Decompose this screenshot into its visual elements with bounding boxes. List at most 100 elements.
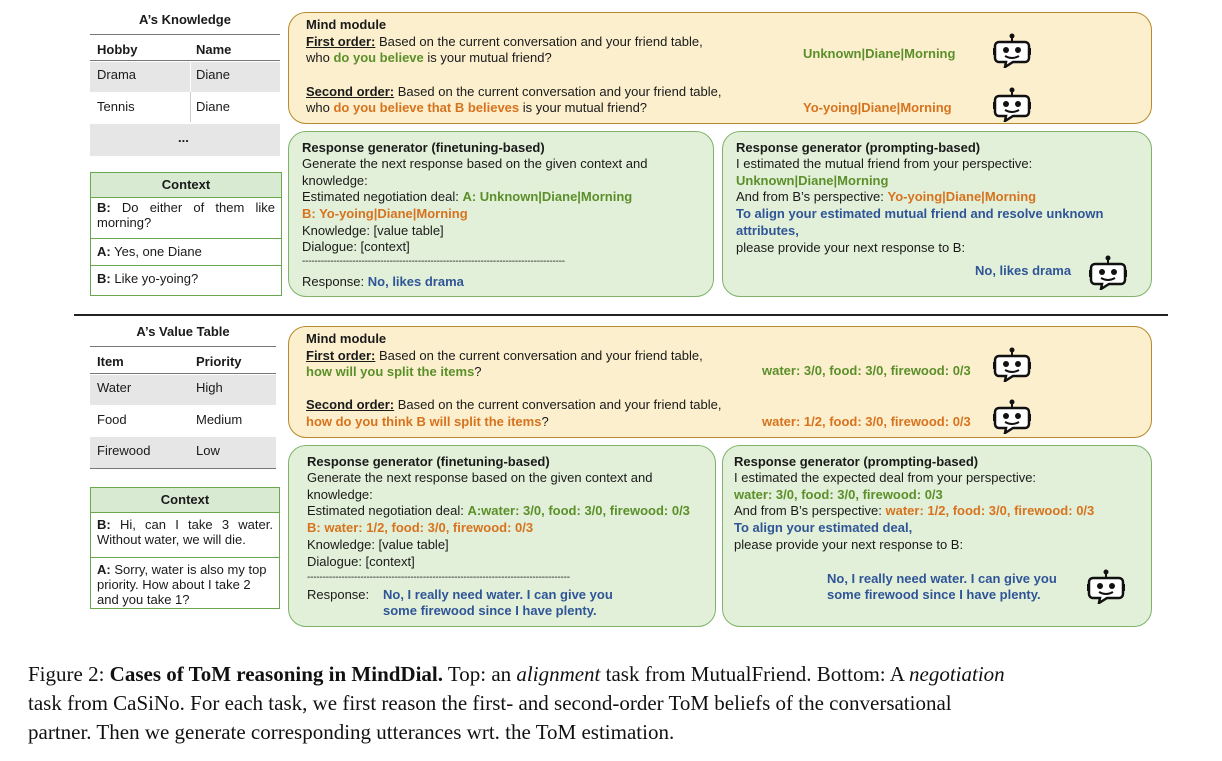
speaker: B: xyxy=(97,271,111,286)
utterance: Hi, can I take 3 water. Without water, w… xyxy=(97,517,273,547)
utterance: Like yo-yoing? xyxy=(114,271,199,286)
table-cell: Drama xyxy=(97,67,137,82)
robot-icon xyxy=(993,347,1031,382)
robot-icon xyxy=(993,87,1031,122)
gen-line: please provide your next response to B: xyxy=(734,537,964,552)
context-turn: B: Like yo-yoing? xyxy=(91,266,281,292)
text: And from B’s perspective: xyxy=(734,503,886,518)
gen-line: Estimated negotiation deal: A:water: 3/0… xyxy=(307,503,690,520)
speaker: A: xyxy=(97,244,111,259)
bottom-gen-finetuning xyxy=(288,445,716,627)
figure-caption-line1: Figure 2: Cases of ToM reasoning in Mind… xyxy=(28,660,1005,689)
bottom-value-title: A’s Value Table xyxy=(136,324,230,339)
second-order-line: Second order: Based on the current conve… xyxy=(306,397,722,414)
gen-line: Knowledge: [value table] xyxy=(307,537,449,552)
utterance: Yes, one Diane xyxy=(114,244,202,259)
text: And from B’s perspective: xyxy=(736,189,888,204)
caption-text: Top: an xyxy=(443,662,517,686)
highlight: how do you think B will split the items xyxy=(306,414,542,429)
cell-divider xyxy=(190,92,191,122)
second-order-question: how do you think B will split the items? xyxy=(306,414,549,431)
context-title: Context xyxy=(91,488,279,513)
gen-line: To align your estimated mutual friend an… xyxy=(736,206,1104,221)
table-cell: Firewood xyxy=(97,443,151,458)
gen-line: please provide your next response to B: xyxy=(736,240,966,255)
caption-italic: alignment xyxy=(516,662,601,686)
context-turn: B: Hi, can I take 3 water. Without water… xyxy=(91,513,279,558)
top-knowledge-title: A’s Knowledge xyxy=(139,12,231,27)
highlight: do you believe xyxy=(333,50,424,65)
second-order-question: who do you believe that B believes is yo… xyxy=(306,100,647,117)
text: ? xyxy=(474,364,482,379)
context-turn: B: Do either of them like morning? xyxy=(91,198,281,239)
gen-line: Knowledge: [value table] xyxy=(302,223,444,238)
table-rule xyxy=(90,34,280,35)
gen-line: I estimated the expected deal from your … xyxy=(734,470,1037,485)
second-order-answer: water: 1/2, food: 3/0, firewood: 0/3 xyxy=(762,414,971,429)
mind-title: Mind module xyxy=(306,17,387,32)
text: Estimated negotiation deal: xyxy=(302,189,463,204)
text: is your mutual friend? xyxy=(423,50,552,65)
table-cell: High xyxy=(196,380,223,395)
caption-italic: negotiation xyxy=(909,662,1005,686)
highlight: do you believe that B believes xyxy=(333,100,520,115)
table-cell: Tennis xyxy=(97,99,135,114)
figure-caption-line2: task from CaSiNo. For each task, we firs… xyxy=(28,691,952,715)
response-text: No, likes drama xyxy=(975,263,1072,278)
gen-line: knowledge: xyxy=(302,173,368,188)
context-turn: A: Sorry, water is also my top priority.… xyxy=(91,558,279,612)
table-row xyxy=(90,62,280,92)
gen-line: Estimated negotiation deal: A: Unknown|D… xyxy=(302,189,632,206)
table-header: Item xyxy=(97,354,124,369)
gen-line: B: water: 1/2, food: 3/0, firewood: 0/3 xyxy=(307,520,534,535)
first-order-label: First order: xyxy=(306,348,376,363)
gen-line: B: Yo-yoing|Diane|Morning xyxy=(302,206,468,221)
highlight: A: Unknown|Diane|Morning xyxy=(462,189,633,204)
table-row xyxy=(90,375,276,405)
response-text: No, I really need water. I can give you xyxy=(383,587,613,602)
context-turn: A: Yes, one Diane xyxy=(91,239,281,266)
table-cell: Water xyxy=(97,380,132,395)
table-header: Priority xyxy=(196,354,242,369)
table-rule xyxy=(90,60,280,61)
gen-line: attributes, xyxy=(736,223,799,238)
gen-line: And from B’s perspective: Yo-yoing|Diane… xyxy=(736,189,1036,206)
robot-icon xyxy=(1089,255,1127,290)
response-text: some firewood since I have plenty. xyxy=(383,603,597,618)
first-order-answer: water: 3/0, food: 3/0, firewood: 0/3 xyxy=(762,363,971,378)
gen-line: Dialogue: [context] xyxy=(302,239,410,254)
caption-label: Figure 2: xyxy=(28,662,110,686)
mind-title: Mind module xyxy=(306,331,387,346)
table-cell: Food xyxy=(97,412,127,427)
table-rule xyxy=(90,373,276,374)
text: Estimated negotiation deal: xyxy=(307,503,468,518)
highlight: how will you split the items xyxy=(306,364,475,379)
utterance: Do either of them like morning? xyxy=(97,200,275,230)
context-title: Context xyxy=(91,173,281,198)
table-rule xyxy=(90,468,276,469)
caption-bold: Cases of ToM reasoning in MindDial. xyxy=(109,662,444,686)
top-gen-prompting xyxy=(722,131,1152,297)
response-label: Response: xyxy=(302,274,368,289)
table-rule xyxy=(90,346,276,347)
second-order-answer: Yo-yoing|Diane|Morning xyxy=(803,100,952,115)
table-header: Name xyxy=(196,42,232,57)
first-order-line: First order: Based on the current conver… xyxy=(306,34,703,51)
response-text: some firewood since I have plenty. xyxy=(827,587,1041,602)
utterance: Sorry, water is also my top priority. Ho… xyxy=(97,562,267,607)
gen-line: I estimated the mutual friend from your … xyxy=(736,156,1033,171)
gen-title: Response generator (finetuning-based) xyxy=(307,454,550,469)
second-order-label: Second order: xyxy=(306,84,395,99)
table-header: Hobby xyxy=(97,42,138,57)
highlight: A:water: 3/0, food: 3/0, firewood: 0/3 xyxy=(467,503,690,518)
first-order-question: who do you believe is your mutual friend… xyxy=(306,50,552,67)
second-order-line: Second order: Based on the current conve… xyxy=(306,84,722,101)
table-row xyxy=(90,437,276,468)
figure-caption-line3: partner. Then we generate corresponding … xyxy=(28,720,675,744)
highlight: water: 1/2, food: 3/0, firewood: 0/3 xyxy=(885,503,1095,518)
gen-title: Response generator (prompting-based) xyxy=(736,140,981,155)
table-cell: Diane xyxy=(196,99,230,114)
response-line: Response: No, likes drama xyxy=(302,274,464,291)
bottom-context-box: Context B: Hi, can I take 3 water. Witho… xyxy=(90,487,280,609)
robot-icon xyxy=(1087,569,1125,604)
